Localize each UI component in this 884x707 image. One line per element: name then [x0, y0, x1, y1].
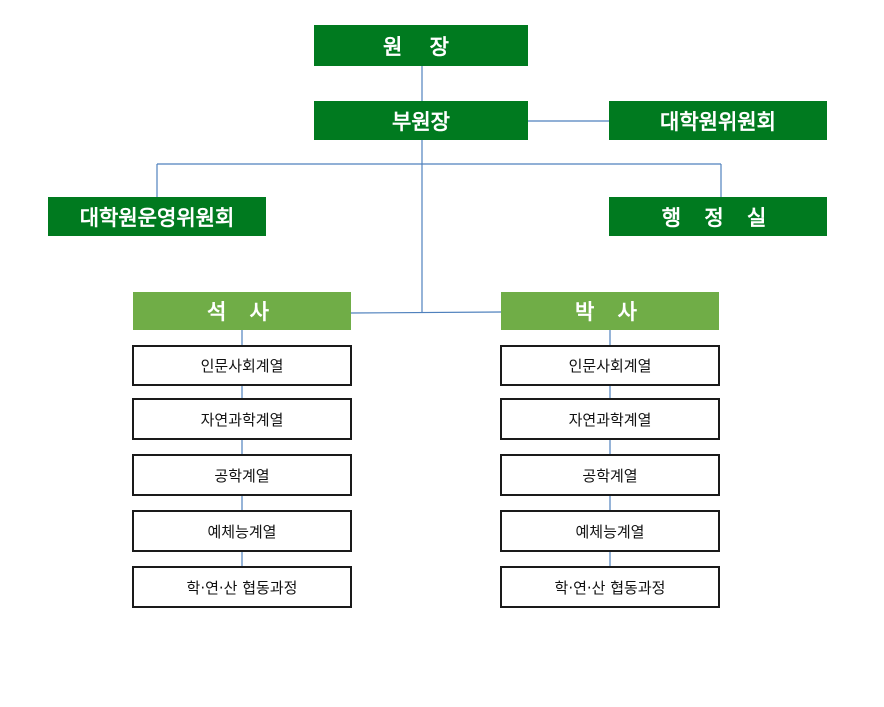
operations-committee-box: 대학원운영위원회 [48, 197, 266, 236]
masters-dept-natural-science: 자연과학계열 [132, 398, 352, 440]
doctoral-dept-natural-science: 자연과학계열 [500, 398, 720, 440]
operations-committee-label: 대학원운영위원회 [79, 205, 235, 230]
dept-label: 인문사회계열 [568, 357, 652, 375]
doctoral-box: 박 사 [501, 292, 719, 330]
dept-label: 학·연·산 협동과정 [186, 578, 298, 597]
doctoral-dept-cooperative: 학·연·산 협동과정 [500, 566, 720, 608]
masters-dept-cooperative: 학·연·산 협동과정 [132, 566, 352, 608]
director-label: 원 장 [383, 34, 459, 59]
admin-office-label: 행 정 실 [661, 205, 775, 230]
dept-label: 예체능계열 [207, 522, 277, 541]
vice-director-box: 부원장 [314, 101, 528, 140]
doctoral-dept-arts-sports: 예체능계열 [500, 510, 720, 552]
doctoral-dept-humanities: 인문사회계열 [500, 345, 720, 386]
dept-label: 자연과학계열 [200, 410, 284, 429]
dept-label: 인문사회계열 [200, 357, 284, 375]
dept-label: 공학계열 [214, 466, 270, 485]
dept-label: 예체능계열 [575, 522, 645, 541]
masters-dept-humanities: 인문사회계열 [132, 345, 352, 386]
graduate-committee-box: 대학원위원회 [609, 101, 827, 140]
masters-dept-arts-sports: 예체능계열 [132, 510, 352, 552]
dept-label: 공학계열 [582, 466, 638, 485]
vice-director-label: 부원장 [392, 109, 450, 134]
masters-label: 석 사 [207, 300, 277, 324]
masters-box: 석 사 [133, 292, 351, 330]
dept-label: 학·연·산 협동과정 [554, 578, 666, 597]
doctoral-dept-engineering: 공학계열 [500, 454, 720, 496]
graduate-committee-label: 대학원위원회 [660, 109, 776, 134]
admin-office-box: 행 정 실 [609, 197, 827, 236]
doctoral-label: 박 사 [575, 300, 645, 324]
masters-dept-engineering: 공학계열 [132, 454, 352, 496]
director-box: 원 장 [314, 25, 528, 66]
dept-label: 자연과학계열 [568, 410, 652, 429]
